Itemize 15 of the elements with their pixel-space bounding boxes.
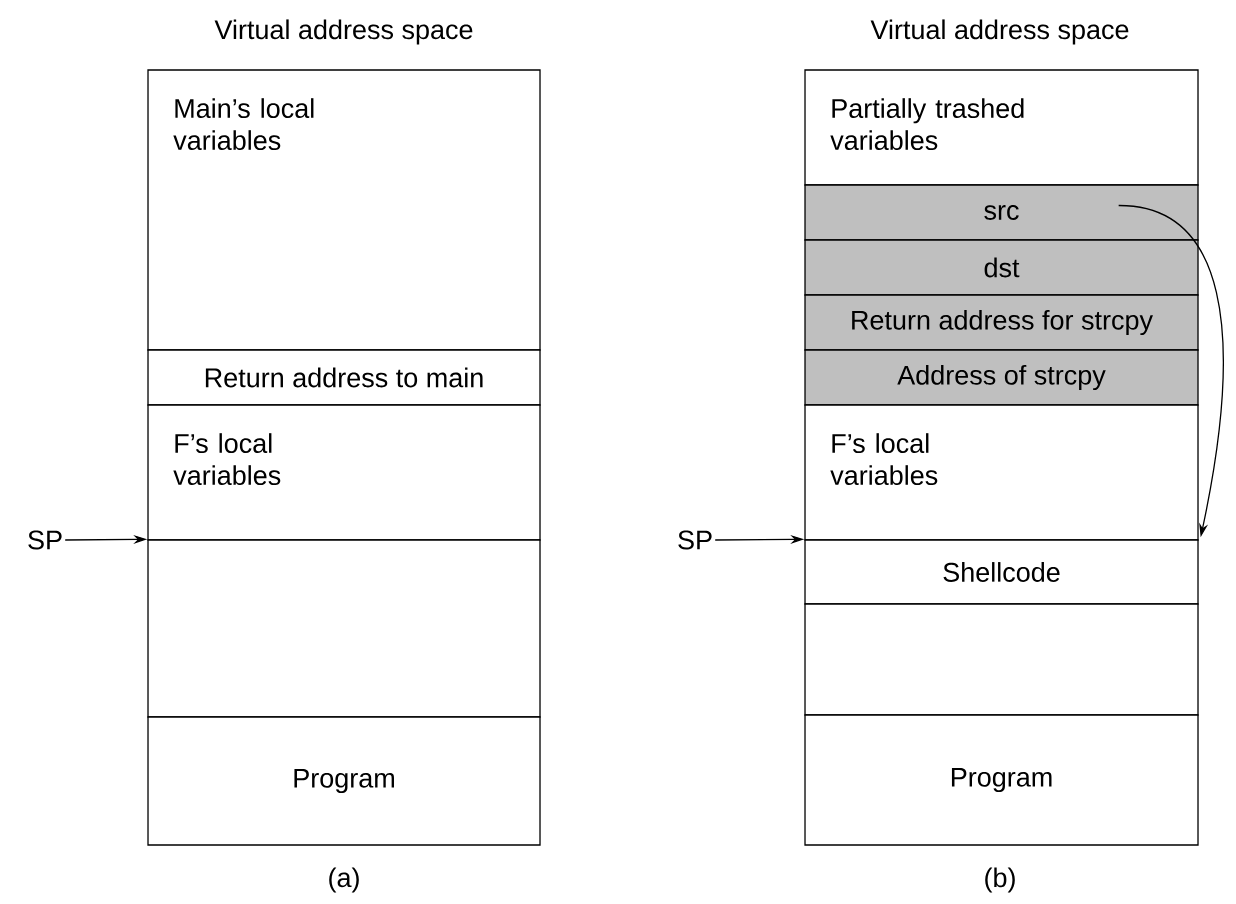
stack-slot: Address of strcpy [804,349,1199,406]
stack-slot: Return address for strcpy [804,294,1199,351]
stack-slot: src [804,184,1199,241]
panel-title: Virtual address space [870,19,1129,45]
stack-slot: Program [804,714,1199,846]
panel-title: Virtual address space [214,19,473,45]
stack-slot [147,539,541,718]
stack-slot: Partially trashed variables [804,69,1199,186]
stack-slot [804,603,1199,716]
pointer-label: SP [28,530,62,550]
stack-slot: Program [147,716,541,846]
stack-slot: Return address to main [147,349,541,406]
stack-slot: dst [804,239,1199,296]
stack-slot: Shellcode [804,539,1199,605]
pointer-label: SP [678,530,712,550]
